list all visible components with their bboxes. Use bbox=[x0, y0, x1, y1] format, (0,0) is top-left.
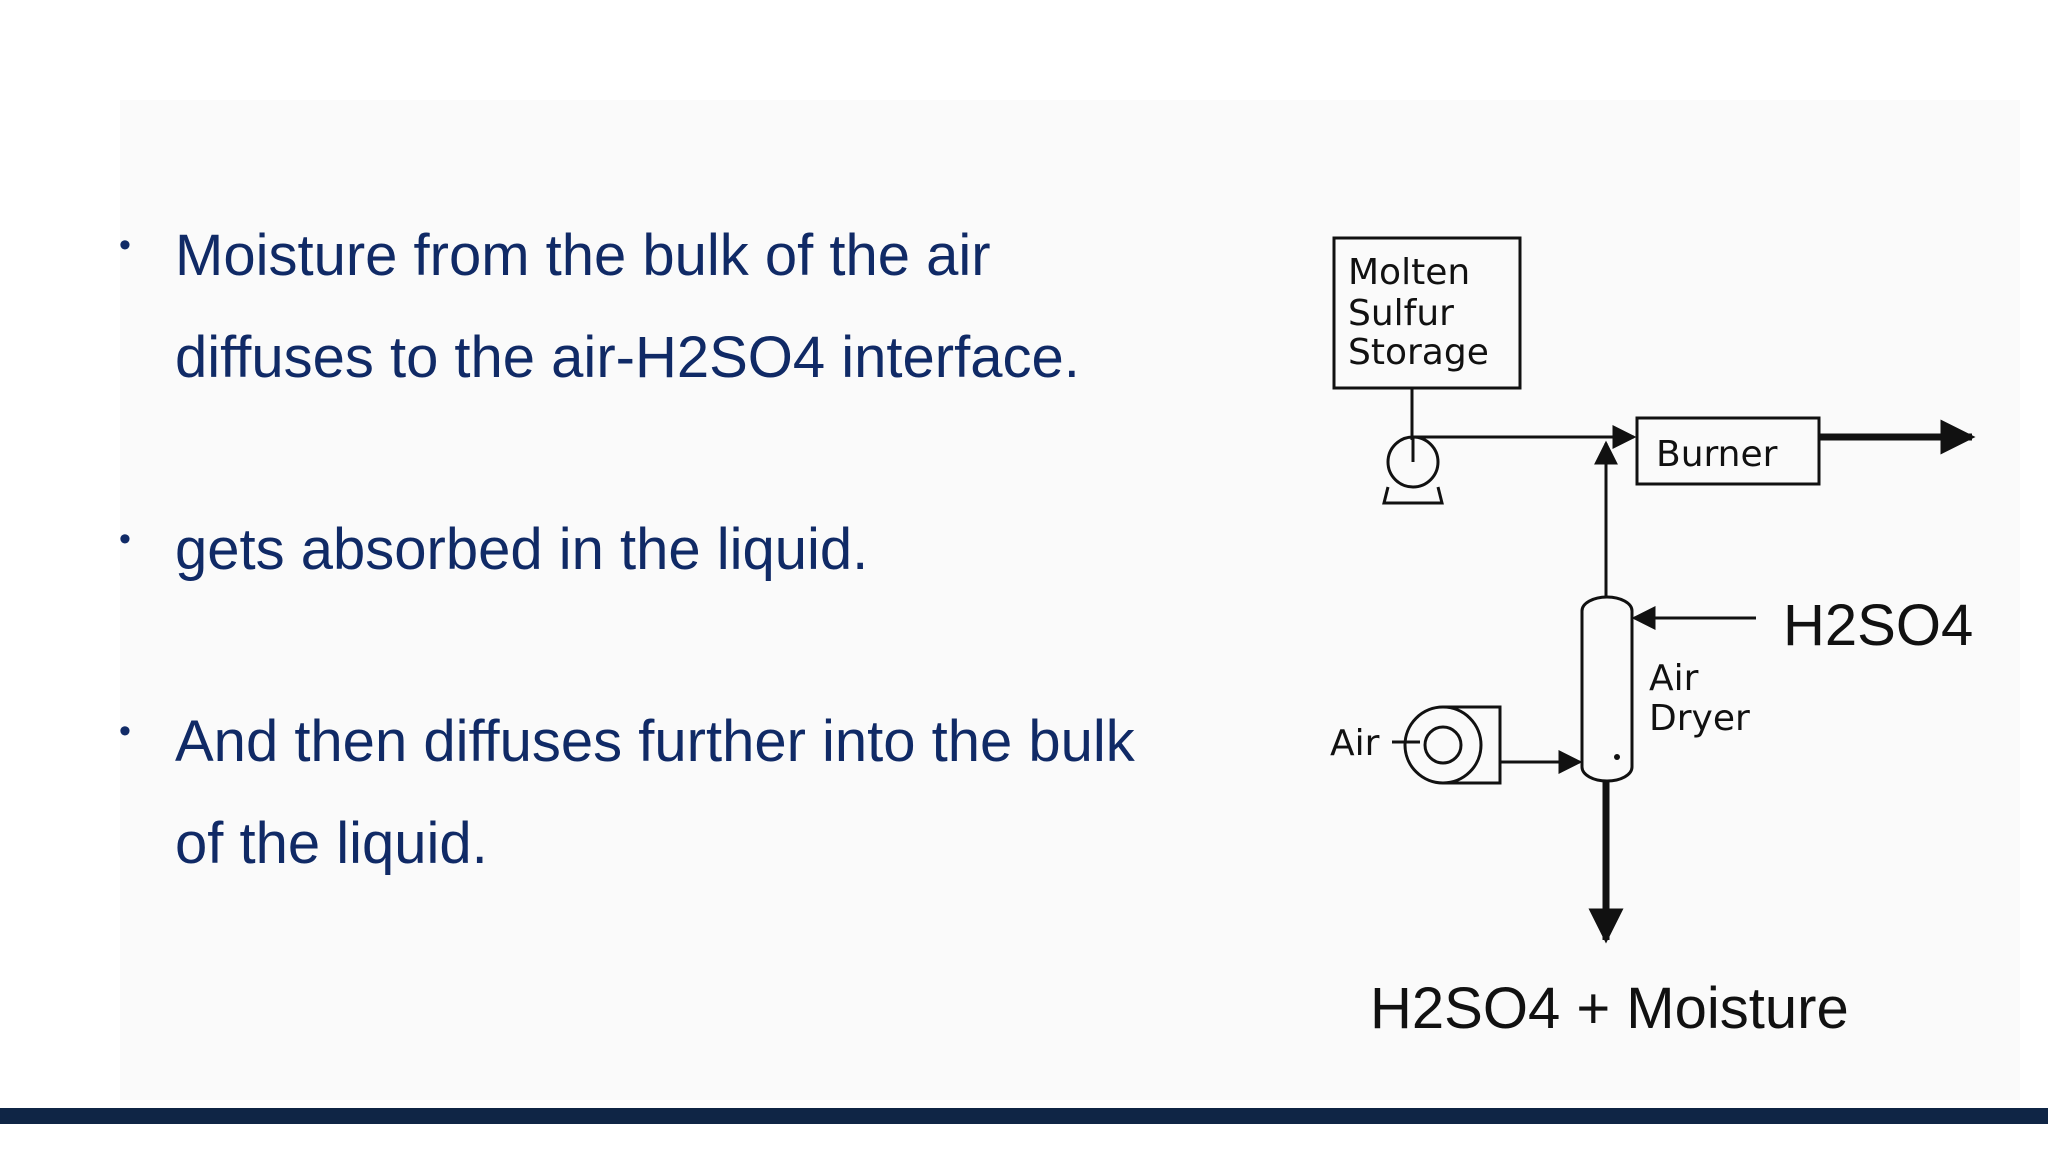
acid-inlet-label: H2SO4 bbox=[1783, 593, 1973, 658]
bullet-text-line: of the liquid. bbox=[175, 811, 488, 876]
storage-label-line: Sulfur bbox=[1348, 293, 1454, 334]
bullet-dot-icon: • bbox=[119, 520, 131, 558]
slide-background-panel bbox=[120, 100, 2020, 1100]
bullet-item-moisture-diffuses: • Moisture from the bulk of the air diff… bbox=[115, 205, 1235, 409]
slide-bottom-bar bbox=[0, 1108, 2048, 1124]
dryer-packing-dot bbox=[1614, 754, 1620, 760]
bullet-text-line: And then diffuses further into the bulk bbox=[175, 709, 1135, 774]
bullet-item-diffuses-further: • And then diffuses further into the bul… bbox=[115, 691, 1235, 895]
acid-outlet-label: H2SO4 + Moisture bbox=[1370, 976, 1849, 1041]
air-dryer-column bbox=[1580, 595, 1634, 783]
bullet-text-line: Moisture from the bulk of the air bbox=[175, 223, 991, 288]
burner-label: Burner bbox=[1656, 434, 1778, 475]
air-blower-icon bbox=[1403, 705, 1502, 785]
storage-label-line: Molten bbox=[1348, 252, 1470, 293]
burner-box bbox=[1635, 416, 1821, 486]
bullet-dot-icon: • bbox=[119, 226, 131, 264]
dryer-label-line: Air bbox=[1649, 658, 1699, 699]
bullet-item-gets-absorbed: • gets absorbed in the liquid. bbox=[115, 499, 1235, 601]
storage-label-line: Storage bbox=[1348, 332, 1489, 373]
air-dryer-process-diagram: Molten Sulfur Storage Burner Air Dryer H… bbox=[1330, 236, 1976, 1041]
bullet-dot-icon: • bbox=[119, 712, 131, 750]
air-inlet-label: Air bbox=[1330, 723, 1380, 764]
molten-sulfur-storage-box bbox=[1332, 236, 1522, 390]
dryer-label-line: Dryer bbox=[1649, 698, 1750, 739]
bullet-list: • Moisture from the bulk of the air diff… bbox=[115, 205, 1235, 985]
bullet-text-line: diffuses to the air-H2SO4 interface. bbox=[175, 325, 1080, 390]
bullet-text-line: gets absorbed in the liquid. bbox=[175, 517, 869, 582]
sulfur-pump-icon bbox=[1382, 435, 1444, 505]
